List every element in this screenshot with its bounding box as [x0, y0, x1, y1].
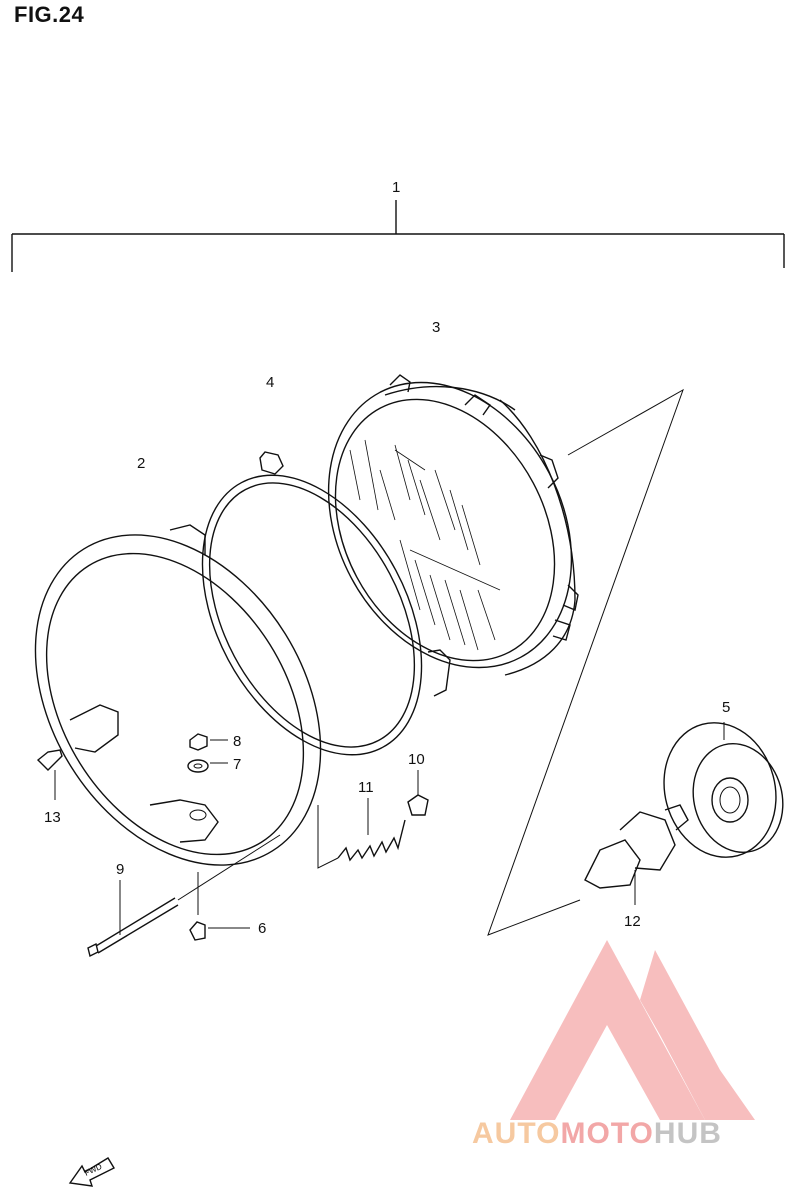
mounting-bolt: [189, 872, 250, 941]
nut: [189, 733, 228, 751]
long-bolt: [87, 834, 281, 958]
callout-7: 7: [233, 756, 241, 773]
socket-cover: [663, 722, 784, 858]
callout-3: 3: [432, 319, 440, 336]
assembly-bracket: [11, 200, 785, 272]
callout-10: 10: [408, 751, 425, 768]
figure-title: FIG.24: [14, 2, 85, 27]
adjusting-spring: [317, 798, 406, 869]
watermark-auto: AUTO: [472, 1117, 561, 1150]
screw: [36, 749, 63, 800]
watermark-moto: MOTO: [560, 1117, 654, 1150]
watermark-logo: [510, 940, 755, 1120]
bulb: [584, 804, 689, 905]
callout-4: 4: [266, 374, 274, 391]
outer-rim: [34, 524, 322, 866]
callout-11: 11: [358, 779, 374, 796]
callout-5: 5: [722, 699, 730, 716]
washer: [187, 759, 228, 773]
fwd-arrow: FWD: [68, 1157, 115, 1187]
spring-clip: [407, 770, 429, 816]
callout-6: 6: [258, 920, 266, 937]
callout-9: 9: [116, 861, 124, 878]
callout-12: 12: [624, 913, 641, 930]
rim-ring: [201, 451, 451, 756]
callout-1: 1: [392, 179, 400, 196]
watermark-text: AUTOMOTOHUB: [472, 1117, 722, 1151]
callout-8: 8: [233, 733, 241, 750]
callout-13: 13: [44, 809, 61, 826]
watermark-hub: HUB: [653, 1117, 722, 1150]
callout-2: 2: [137, 455, 145, 472]
headlight-unit: [327, 374, 684, 936]
